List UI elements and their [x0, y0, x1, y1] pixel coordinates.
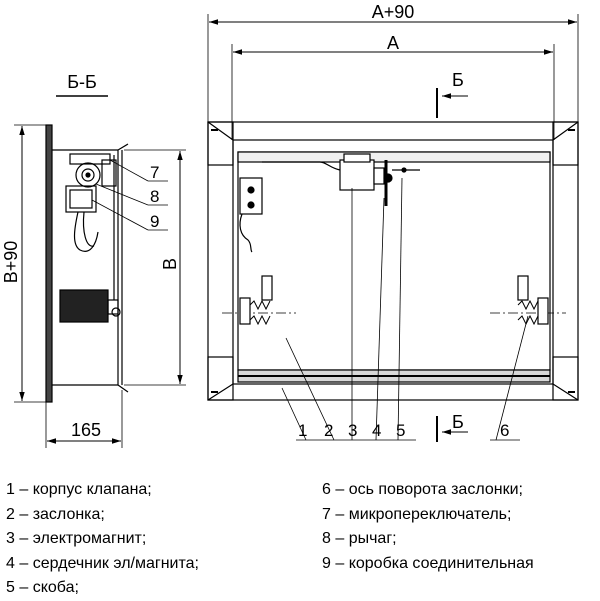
- callout-8: 8: [150, 187, 159, 206]
- legend-item-7: 7 – микропереключатель;: [322, 505, 512, 523]
- dim-depth: 165: [71, 420, 101, 440]
- legend-item-6: 6 – ось поворота заслонки;: [322, 481, 523, 498]
- legend-item-4: 4 – сердечник эл/магнита;: [6, 554, 199, 572]
- legend-item-3: 3 – электромагнит;: [6, 530, 147, 547]
- callout-4: 4: [372, 421, 381, 440]
- dim-inner-width: A: [387, 33, 399, 53]
- dim-inner-height: B: [160, 258, 180, 270]
- callout-5: 5: [396, 421, 405, 440]
- legend-item-8: 8 – рычаг;: [322, 530, 397, 547]
- legend-left: 1 – корпус клапана; 2 – заслонка; 3 – эл…: [6, 478, 199, 601]
- callout-2: 2: [324, 421, 333, 440]
- dim-overall-height: B+90: [1, 241, 21, 284]
- section-marker-top: Б: [452, 70, 464, 90]
- section-marker-bottom: Б: [452, 412, 464, 432]
- callout-1: 1: [298, 421, 307, 440]
- front-view: A+90 A Б: [207, 2, 579, 442]
- legend-item-2: 2 – заслонка;: [6, 505, 105, 523]
- legend-item-1: 1 – корпус клапана;: [6, 481, 152, 498]
- legend-right: 6 – ось поворота заслонки; 7 – микропере…: [322, 478, 534, 576]
- section-title: Б-Б: [67, 72, 97, 92]
- legend-item-9: 9 – коробка соединительная: [322, 554, 534, 572]
- callout-3: 3: [348, 421, 357, 440]
- section-view: Б-Б B+90 B: [1, 72, 186, 448]
- dim-overall-width: A+90: [372, 2, 415, 22]
- callout-7: 7: [150, 163, 159, 182]
- callout-6: 6: [500, 421, 509, 440]
- legend-item-5: 5 – скоба;: [6, 579, 79, 596]
- callout-9: 9: [150, 212, 159, 231]
